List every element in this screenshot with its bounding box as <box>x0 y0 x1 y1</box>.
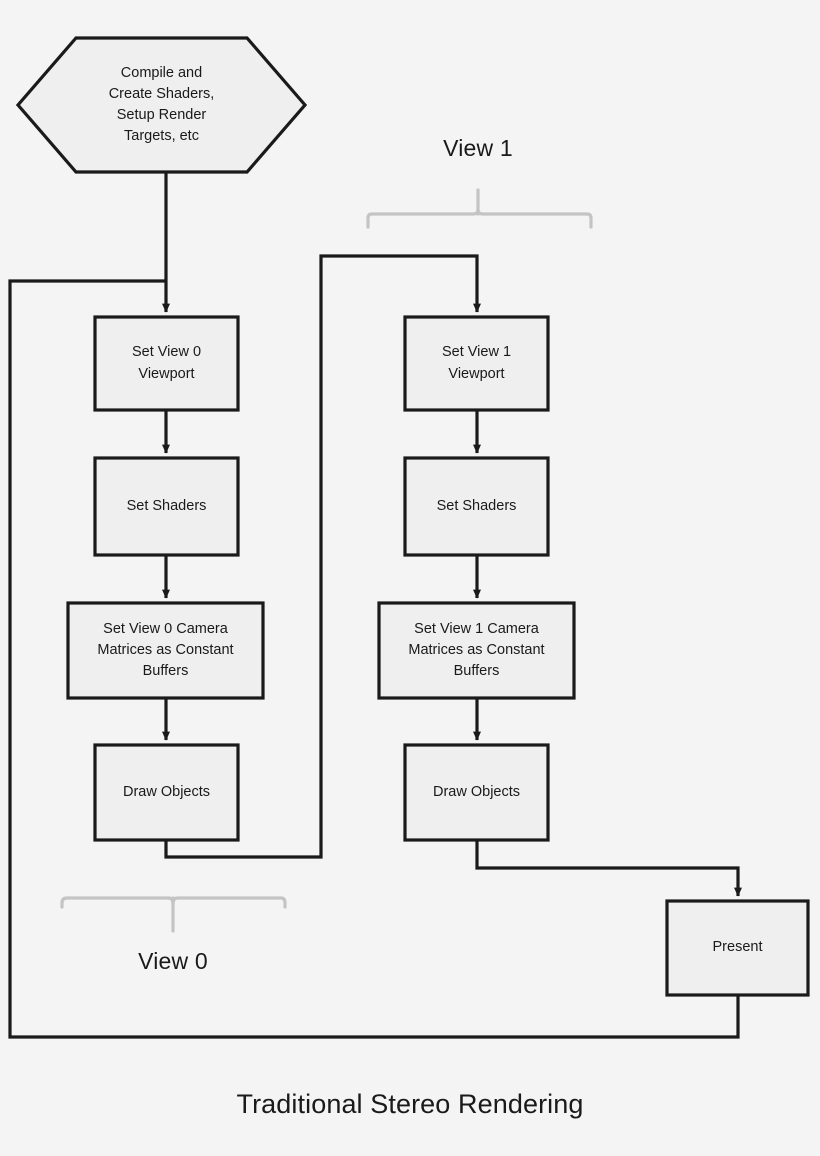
node-shape-view1-shaders <box>403 456 550 557</box>
diagram-caption: Traditional Stereo Rendering <box>236 1089 584 1119</box>
node-shape-view1-camera <box>377 601 576 700</box>
node-shape-view0-shaders <box>93 456 240 557</box>
group-label-view0: View 0 <box>138 948 208 974</box>
connector-present-feedback-loop <box>8 279 740 1039</box>
node-shape-present <box>665 899 810 997</box>
node-shape-view0-viewport <box>93 315 240 412</box>
node-shape-view0-draw <box>93 743 240 842</box>
connector-view0-draw-to-view1-viewport <box>164 254 481 859</box>
connector-view1-draw-to-present <box>475 840 742 897</box>
node-shape-view0-camera <box>66 601 265 700</box>
node-shape-view1-viewport <box>403 315 550 412</box>
node-shape-start <box>15 36 308 174</box>
node-shape-view1-draw <box>403 743 550 842</box>
group-label-view1: View 1 <box>443 135 513 161</box>
